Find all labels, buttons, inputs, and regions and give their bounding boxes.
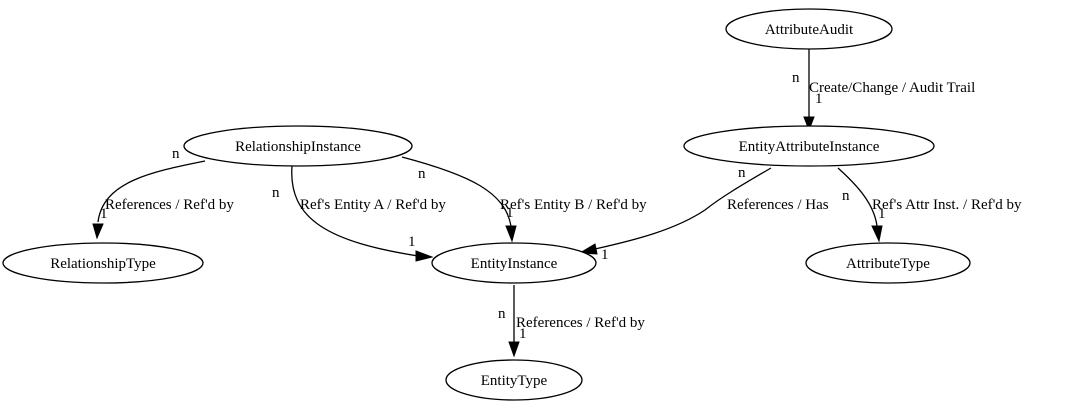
edge-label: References / Ref'd by <box>105 197 234 213</box>
edge-label: References / Has <box>727 197 829 213</box>
cardinality-head: 1 <box>601 247 609 263</box>
cardinality-tail: n <box>418 166 426 182</box>
cardinality-head: 1 <box>408 234 416 250</box>
cardinality-head: 1 <box>878 206 886 222</box>
cardinality-tail: n <box>738 165 746 181</box>
node-label: AttributeAudit <box>765 22 854 38</box>
node-label: EntityInstance <box>471 256 558 272</box>
node-label: EntityAttributeInstance <box>739 139 880 155</box>
node-attribute-audit[interactable]: AttributeAudit <box>725 8 893 50</box>
edge-entity-to-entity-type <box>508 285 520 358</box>
edge-label: Ref's Attr Inst. / Ref'd by <box>872 197 1022 213</box>
edge-label: Create/Change / Audit Trail <box>809 80 975 96</box>
cardinality-head: 1 <box>506 205 514 221</box>
cardinality-tail: n <box>272 185 280 201</box>
cardinality-tail: n <box>498 306 506 322</box>
node-relationship-instance[interactable]: RelationshipInstance <box>183 125 413 167</box>
edge-attribute-instance-to-attribute-type <box>837 167 883 243</box>
node-entity-instance[interactable]: EntityInstance <box>431 242 597 284</box>
cardinality-tail: n <box>172 146 180 162</box>
edge-label: Ref's Entity A / Ref'd by <box>300 197 446 213</box>
cardinality-tail: n <box>792 70 800 86</box>
node-label: RelationshipType <box>50 256 156 272</box>
edge-audit-to-attribute-instance <box>803 49 815 132</box>
edge-relationship-to-entity-a <box>291 165 434 262</box>
edge-attribute-instance-to-entity <box>578 167 772 255</box>
edge-label: References / Ref'd by <box>516 315 645 331</box>
edge-label: Ref's Entity B / Ref'd by <box>500 197 647 213</box>
edge-relationship-to-entity-b <box>401 156 517 243</box>
node-entity-type[interactable]: EntityType <box>445 359 583 401</box>
node-attribute-type[interactable]: AttributeType <box>805 242 971 284</box>
cardinality-head: 1 <box>100 206 108 222</box>
node-entity-attribute-instance[interactable]: EntityAttributeInstance <box>683 125 935 167</box>
cardinality-tail: n <box>842 188 850 204</box>
cardinality-head: 1 <box>519 326 527 342</box>
node-label: EntityType <box>481 373 548 389</box>
node-label: AttributeType <box>846 256 930 272</box>
node-relationship-type[interactable]: RelationshipType <box>2 242 204 284</box>
cardinality-head: 1 <box>815 91 823 107</box>
node-label: RelationshipInstance <box>235 139 361 155</box>
edge-relationship-to-relationship-type <box>92 160 206 240</box>
